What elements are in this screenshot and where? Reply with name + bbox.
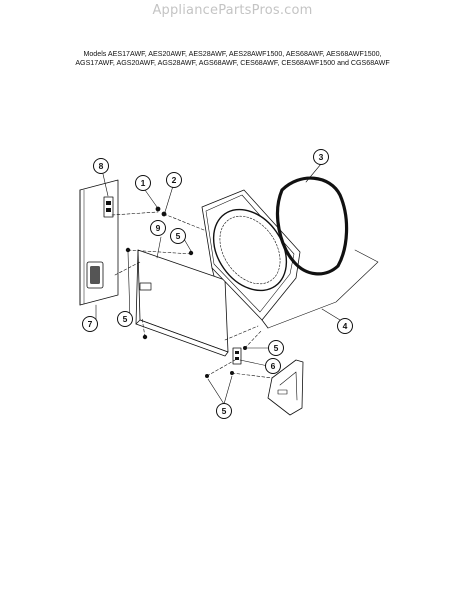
site-watermark: AppliancePartsPros.com [152,3,313,18]
callout-5-right: 5 [274,343,279,353]
callout-5-bottom: 5 [222,406,227,416]
callout-4: 4 [343,321,348,331]
model-list-line-2: AGS17AWF, AGS20AWF, AGS28AWF, AGS68AWF, … [75,59,390,67]
callout-2: 2 [172,175,177,185]
callout-5-upper: 5 [176,231,181,241]
callout-3: 3 [319,152,324,162]
callout-8: 8 [99,161,104,171]
callout-5-left: 5 [123,314,128,324]
callout-7: 7 [88,319,93,329]
loading-door-part [135,249,229,357]
floor-plane-outline [267,249,379,329]
callout-leaders [95,163,341,405]
door-seal-part [275,176,349,276]
callout-1: 1 [141,178,146,188]
callout-6: 6 [271,361,276,371]
callout-circles [82,149,353,419]
front-panel-part [79,179,119,306]
front-bulkhead-part [201,189,301,329]
hinge-part [232,347,242,365]
callout-9: 9 [156,223,161,233]
alignment-lines [111,211,273,379]
cabinet-corner-part [267,359,304,416]
model-list-line-1: Models AES17AWF, AES20AWF, AES28AWF, AES… [83,50,382,58]
model-list: Models AES17AWF, AES20AWF, AES28AWF, AES… [60,50,405,68]
